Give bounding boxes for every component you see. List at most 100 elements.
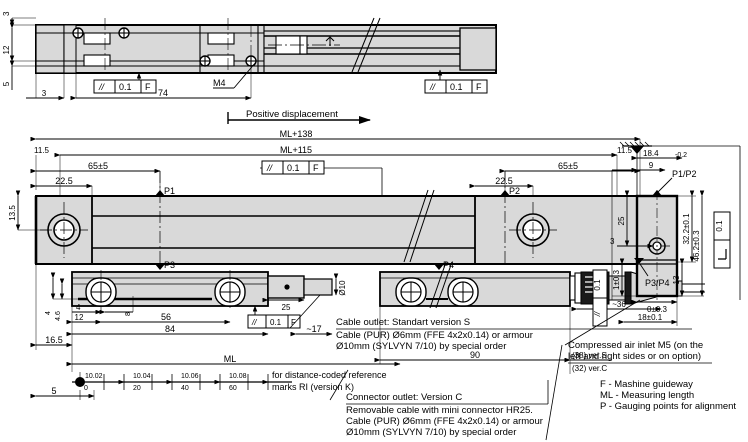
fcf-main-symbol: //: [266, 163, 274, 173]
top-view-pointer: [325, 36, 335, 46]
dim-5-bottom-label: 5: [51, 386, 56, 396]
dim-ml115-label: ML+115: [280, 145, 312, 155]
notes-air-inlet: Compressed air inlet M5 (on the left and…: [545, 299, 712, 441]
connector-outlet-line2: Removable cable with mini connector HR25…: [346, 405, 533, 416]
dim-135-label: 13.5: [8, 205, 17, 221]
gauge-point-p2: P2: [500, 171, 520, 264]
dim-sec-462-label: 46.2±0.3: [692, 230, 701, 262]
fcf-top-right-symbol: //: [429, 82, 437, 92]
legend-p: P - Gauging points for alignment: [600, 401, 736, 412]
dim-h8-label: 8: [125, 312, 132, 316]
gauge-point-p1-label: P1: [164, 186, 175, 196]
positive-displacement: Positive displacement: [227, 109, 371, 124]
dim-sec-18: 18±0.1: [618, 296, 678, 326]
dia10-label: Ø10: [338, 280, 347, 296]
fcf-main-tol: 0.1: [287, 163, 300, 173]
m4-callout: M4: [213, 61, 257, 89]
section-p12: P1/P2: [652, 169, 697, 196]
ri-scale-strip: 10.02 10.04 10.06 10.08 0 20 40 60 5 for…: [30, 370, 387, 400]
air-inlet-leader-right: [564, 299, 641, 346]
top-view-slot-4: [207, 54, 235, 67]
dim-h165-label: 16.5: [45, 335, 63, 345]
m4-label: M4: [213, 78, 226, 88]
top-view-screw-3: [199, 55, 211, 67]
dim-25-label: 25: [282, 303, 291, 312]
fcf-top-left: // 0.1 F: [93, 72, 157, 94]
top-view-slot-1: [83, 32, 111, 45]
air-inlet-leader-left: [545, 344, 563, 441]
fcf-bottom-a-symbol: //: [251, 318, 257, 327]
dim-h56: 56: [95, 312, 231, 325]
top-view-screw-1: [72, 27, 84, 39]
dim-h84-label: 84: [165, 324, 175, 334]
top-view-slot-3: [207, 32, 235, 45]
ri-note-line1: for distance-coded reference: [272, 370, 387, 380]
fcf-top-left-datum: F: [145, 82, 151, 92]
dim-top-h74-label: 74: [158, 88, 168, 98]
dim-top-h74: 74: [70, 73, 252, 101]
ri-note-line2: marks RI (version K): [272, 382, 354, 392]
dim-sec-0-label: 0±0.3: [647, 305, 668, 314]
perpendicular-icon: [718, 249, 727, 260]
dim-sec-1: 1±0.3: [612, 258, 637, 297]
dim-h17-label: ~17: [306, 324, 321, 334]
bottom-view-break-2: [429, 261, 453, 309]
fcf-top-left-tol: 0.1: [119, 82, 132, 92]
gauge-point-p4: P4: [434, 260, 454, 270]
cable-outlet-line1: Cable outlet: Standart version S: [336, 317, 470, 328]
dim-36: ~36: [571, 300, 662, 312]
ri-mark-1: 10.04: [133, 373, 151, 380]
dim-h90-label: 90: [470, 350, 480, 360]
notes-legend: F - Mashine guideway ML - Measuring leng…: [600, 379, 736, 412]
fcf-section-tol: 0.1: [715, 220, 724, 232]
dim-h84: 84: [66, 324, 269, 337]
dim-h56-label: 56: [161, 312, 171, 322]
dim-sec-18-label: 18±0.1: [638, 313, 663, 322]
main-view-hole-right: [509, 202, 557, 258]
gauge-point-p3: P3: [155, 260, 175, 270]
dim-ver-s-label: (38) ver.S: [572, 351, 607, 360]
dim-184: 18.4 -0.2: [631, 149, 687, 161]
dim-25: 25: [262, 297, 305, 312]
ri-mark-2: 10.06: [181, 373, 199, 380]
connector-outlet-line3: Cable (PUR) Ø6mm (FFE 4x2x0.14) or armou…: [346, 416, 543, 427]
gauge-point-p2-label: P2: [509, 186, 520, 196]
dim-9-label: 9: [649, 161, 654, 170]
fcf-main-datum: F: [313, 163, 319, 173]
top-view-break: [351, 17, 381, 73]
dim-left-115-label: 11.5: [34, 146, 50, 155]
dim-36-label: ~36: [612, 300, 626, 309]
dim-sec-462: 46.2±0.3: [692, 190, 705, 297]
bottom-view: Ø10 25 // 0.1 F: [30, 261, 705, 374]
dim-h4-label: 4: [76, 303, 81, 312]
bottom-view-nipple: [303, 278, 333, 296]
dim-ml138-label: ML+138: [280, 129, 313, 139]
dim-top-12-label: 12: [2, 45, 11, 54]
dim-left-65-label: 65±5: [88, 161, 108, 171]
dim-ver-s: (38) ver.S: [564, 351, 612, 363]
ri-pos-1: 20: [133, 385, 141, 392]
legend-ml: ML - Measuring length: [600, 390, 694, 401]
ri-pos-0: 0: [84, 385, 88, 392]
dim-46-label: 4.6: [55, 311, 62, 321]
air-inlet-line1: Compressed air inlet M5 (on the: [568, 340, 703, 351]
dim-ml: ML: [66, 354, 401, 367]
fcf-bottom-c-tol: 0.1: [593, 279, 602, 291]
dim-ml115: ML+115: [54, 145, 618, 158]
top-view-screw-2: [118, 27, 130, 39]
dim-h12-label: 12: [75, 313, 84, 322]
dim-h17: ~17: [290, 324, 333, 337]
dia10-callout: Ø10: [333, 273, 347, 296]
fcf-main: // 0.1 F: [260, 160, 383, 196]
dim-ver-c: (32) ver.C: [572, 364, 607, 373]
fcf-top-right-tol: 0.1: [450, 82, 463, 92]
dim-9: 9: [611, 161, 666, 300]
connector-outlet-leader: [329, 369, 349, 401]
dim-4-46: 4 4.6: [45, 272, 78, 321]
fcf-top-right-datum: F: [476, 82, 482, 92]
fcf-bottom-a: // 0.1 F: [247, 305, 301, 329]
top-view: 3 12 5 3 74: [2, 11, 497, 101]
dim-5-bottom: 5: [30, 386, 95, 400]
positive-displacement-label: Positive displacement: [246, 109, 338, 120]
